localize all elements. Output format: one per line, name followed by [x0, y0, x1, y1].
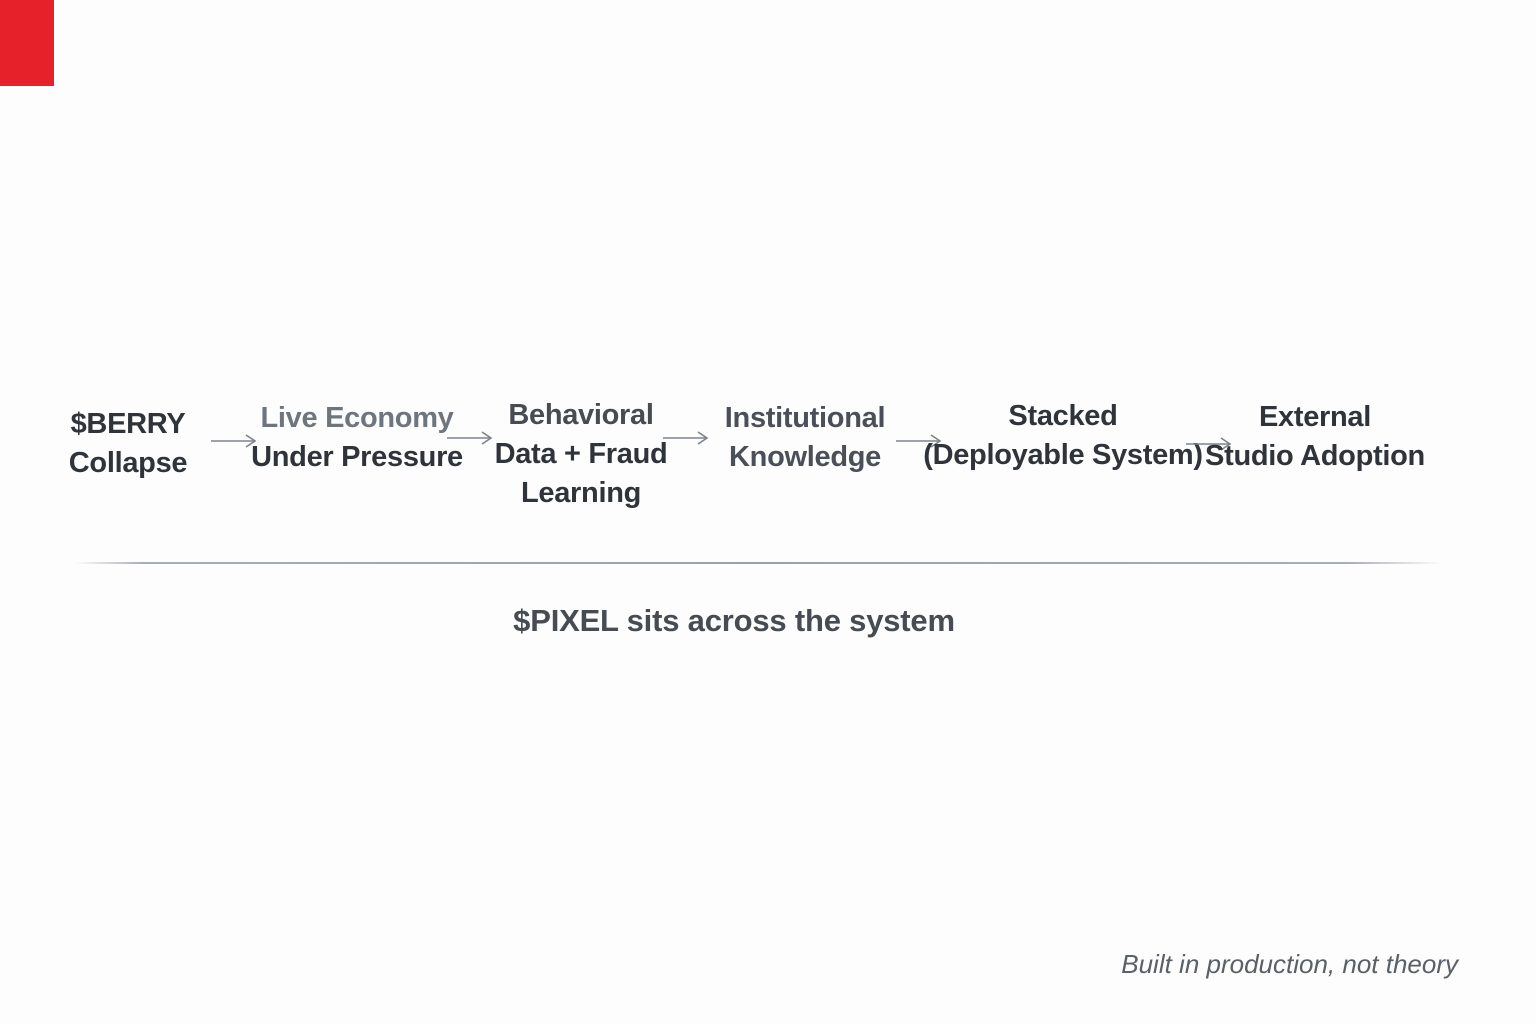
flow-node-line: $BERRY	[70, 408, 186, 440]
flow-arrow-icon	[211, 434, 257, 448]
slide-caption: $PIXEL sits across the system	[513, 603, 955, 638]
flow-node-behavioral-data: Behavioral Data + Fraud Learning	[495, 396, 668, 513]
flow-arrow-icon	[447, 431, 493, 445]
flow-node-line: Data + Fraud	[494, 438, 668, 470]
flow-arrow-icon	[1186, 437, 1232, 451]
flow-node-line: Live Economy	[260, 402, 454, 434]
flow-node-line: Institutional	[724, 402, 886, 434]
flow-node-line: Collapse	[68, 447, 188, 479]
flow-node-line: Studio Adoption	[1205, 440, 1425, 472]
flow-node-line: Stacked	[1008, 400, 1118, 432]
flow-node-line: Under Pressure	[251, 441, 463, 473]
flow-node-institutional-knowledge: Institutional Knowledge	[724, 399, 886, 477]
section-divider-line	[75, 562, 1443, 564]
flow-node-line: External	[1258, 401, 1372, 433]
flow-node-external-adoption: External Studio Adoption	[1205, 398, 1425, 476]
footnote-text: Built in production, not theory	[1121, 949, 1458, 979]
flow-node-line: Learning	[520, 477, 642, 509]
flow-arrow-icon	[896, 434, 942, 448]
flow-node-live-economy: Live Economy Under Pressure	[251, 399, 463, 477]
flow-node-line: Behavioral	[508, 399, 654, 431]
flow-node-berry-collapse: $BERRY Collapse	[68, 405, 188, 483]
flow-node-line: (Deployable System)	[923, 439, 1203, 471]
flow-node-stacked-system: Stacked (Deployable System)	[923, 397, 1203, 475]
brand-accent-bar	[0, 0, 54, 86]
flow-arrow-icon	[663, 431, 709, 445]
flow-node-line: Knowledge	[729, 441, 881, 473]
